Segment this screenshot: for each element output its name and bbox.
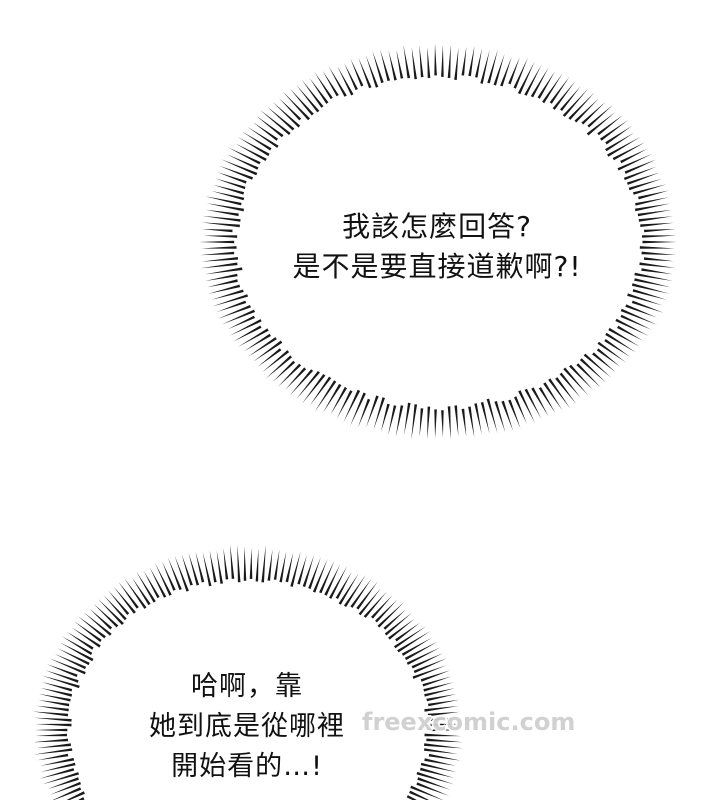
bubble-bottom-line-1: 哈啊，靠 [191,671,303,702]
bubble-top-text: 我該怎麼回答? 是不是要直接道歉啊?! [237,207,637,287]
bubble-bottom-line-3: 開始看的…! [171,751,323,782]
bubble-top-line-1: 我該怎麼回答? [342,210,532,243]
bubble-bottom-text: 哈啊，靠 她到底是從哪裡 開始看的…! [47,667,447,787]
bubble-bottom-line-2: 她到底是從哪裡 [149,711,345,742]
watermark: freexcomic.com [362,708,576,736]
bubble-top-line-2: 是不是要直接道歉啊?! [292,250,582,283]
